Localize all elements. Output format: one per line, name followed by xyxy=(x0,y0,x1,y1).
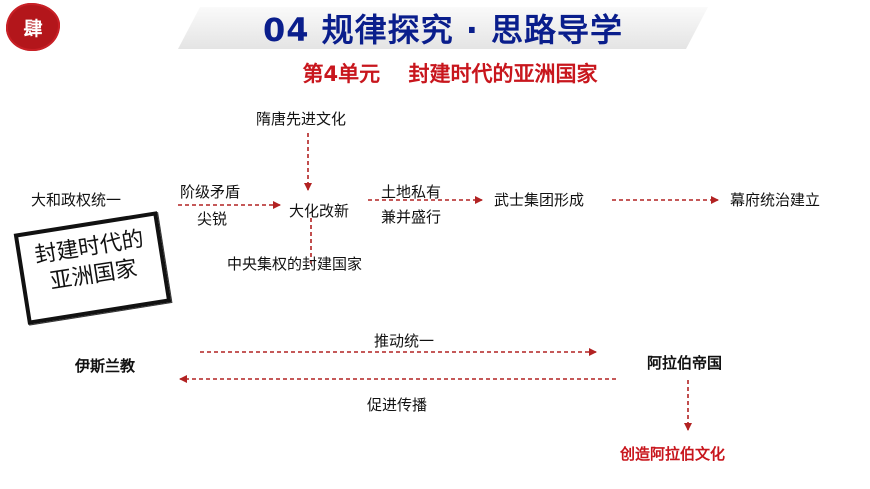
seal-text: 肆 xyxy=(23,17,43,40)
label-class-conflict-2: 尖锐 xyxy=(197,210,228,228)
node-taika-reform: 大化改新 xyxy=(289,202,350,220)
node-arab-culture: 创造阿拉伯文化 xyxy=(620,445,726,463)
node-samurai-formation: 武士集团形成 xyxy=(494,191,585,209)
node-centralized-feudal-state: 中央集权的封建国家 xyxy=(227,255,363,273)
label-class-conflict-1: 阶级矛盾 xyxy=(180,183,241,201)
label-promote-spread: 促进传播 xyxy=(367,396,428,414)
label-promote-unification: 推动统一 xyxy=(374,332,435,350)
node-sui-tang-culture: 隋唐先进文化 xyxy=(256,110,347,128)
page-title: 04 规律探究 · 思路导学 xyxy=(262,11,624,49)
unit-subtitle: 第4单元 封建时代的亚洲国家 xyxy=(302,62,598,86)
node-islam: 伊斯兰教 xyxy=(75,357,136,375)
chapter-seal-badge: 肆 xyxy=(6,3,60,51)
node-yamato-unification: 大和政权统一 xyxy=(31,191,122,209)
label-land-privatization-1: 土地私有 xyxy=(381,183,442,201)
label-land-privatization-2: 兼并盛行 xyxy=(381,208,442,226)
title-banner xyxy=(178,7,708,49)
node-shogunate-established: 幕府统治建立 xyxy=(730,191,821,209)
node-arab-empire: 阿拉伯帝国 xyxy=(647,354,723,372)
